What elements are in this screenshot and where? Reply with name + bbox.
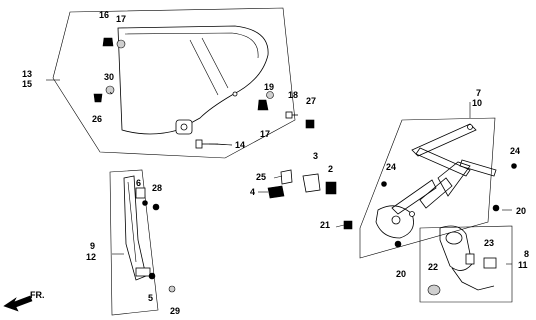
- callout-21: 21: [320, 220, 330, 230]
- callout-8: 8: [524, 249, 529, 259]
- connector-23: [483, 257, 497, 269]
- washer-19: [266, 91, 274, 99]
- callout-9: 9: [90, 241, 95, 251]
- clip-16: [102, 37, 114, 47]
- cap-22: [427, 284, 441, 296]
- nut-17-right: [257, 99, 269, 111]
- front-direction-arrow-icon: [3, 295, 33, 312]
- callout-20-left: 20: [396, 269, 406, 279]
- callout-30: 30: [104, 72, 114, 82]
- leader-lines: [46, 79, 512, 265]
- callout-26: 26: [92, 114, 102, 124]
- callout-18: 18: [288, 90, 298, 100]
- nut-2: [325, 181, 337, 195]
- callout-24-left: 24: [386, 162, 396, 172]
- bolt-20-left: [394, 240, 402, 248]
- callout-19: 19: [264, 82, 274, 92]
- callout-27: 27: [306, 96, 316, 106]
- callout-3: 3: [313, 151, 318, 161]
- callout-13: 13: [22, 69, 32, 79]
- regulator-motor: [439, 225, 495, 291]
- callout-22: 22: [428, 262, 438, 272]
- regulator-group-outline: [359, 117, 496, 259]
- callout-17-right: 17: [260, 129, 270, 139]
- callout-10: 10: [472, 98, 482, 108]
- callout-16: 16: [99, 10, 109, 20]
- bolt-18: [285, 111, 298, 119]
- callout-15: 15: [22, 79, 32, 89]
- callout-29: 29: [170, 306, 180, 316]
- bolt-24-right: [511, 163, 517, 169]
- clip-3: [302, 173, 321, 193]
- callout-25: 25: [256, 172, 266, 182]
- callout-2: 2: [328, 164, 333, 174]
- callout-24-right: 24: [510, 146, 520, 156]
- washer-17-top: [116, 39, 126, 49]
- regulator: [375, 123, 497, 239]
- bracket-6: [135, 187, 148, 206]
- callout-14: 14: [235, 140, 245, 150]
- callout-11: 11: [518, 260, 528, 270]
- bolt-21: [343, 220, 353, 230]
- callout-6: 6: [136, 178, 141, 188]
- bolt-25: [280, 169, 293, 185]
- nut-29: [168, 285, 176, 293]
- door-glass: [117, 25, 269, 135]
- callout-28: 28: [152, 183, 162, 193]
- channel-group-outline: [109, 169, 159, 316]
- callout-12: 12: [86, 252, 96, 262]
- nut-30: [105, 85, 115, 95]
- clip-4: [267, 185, 285, 199]
- callout-5: 5: [148, 293, 153, 303]
- glass-group-outline: [52, 7, 296, 159]
- bolt-5: [148, 272, 156, 280]
- bolt-24-left: [381, 181, 387, 187]
- bolt-28: [152, 203, 160, 211]
- direction-label: FR.: [30, 290, 45, 300]
- nut-27: [305, 119, 315, 129]
- glass-bracket: [175, 119, 193, 135]
- callout-7: 7: [476, 88, 481, 98]
- run-channel: [123, 175, 151, 281]
- clip-26: [93, 93, 103, 103]
- callout-23: 23: [484, 238, 494, 248]
- callout-17: 17: [116, 14, 126, 24]
- motor-group-outline: [419, 225, 513, 303]
- bolt-20-right: [492, 204, 500, 212]
- callout-20-right: 20: [516, 206, 526, 216]
- callout-4: 4: [250, 187, 255, 197]
